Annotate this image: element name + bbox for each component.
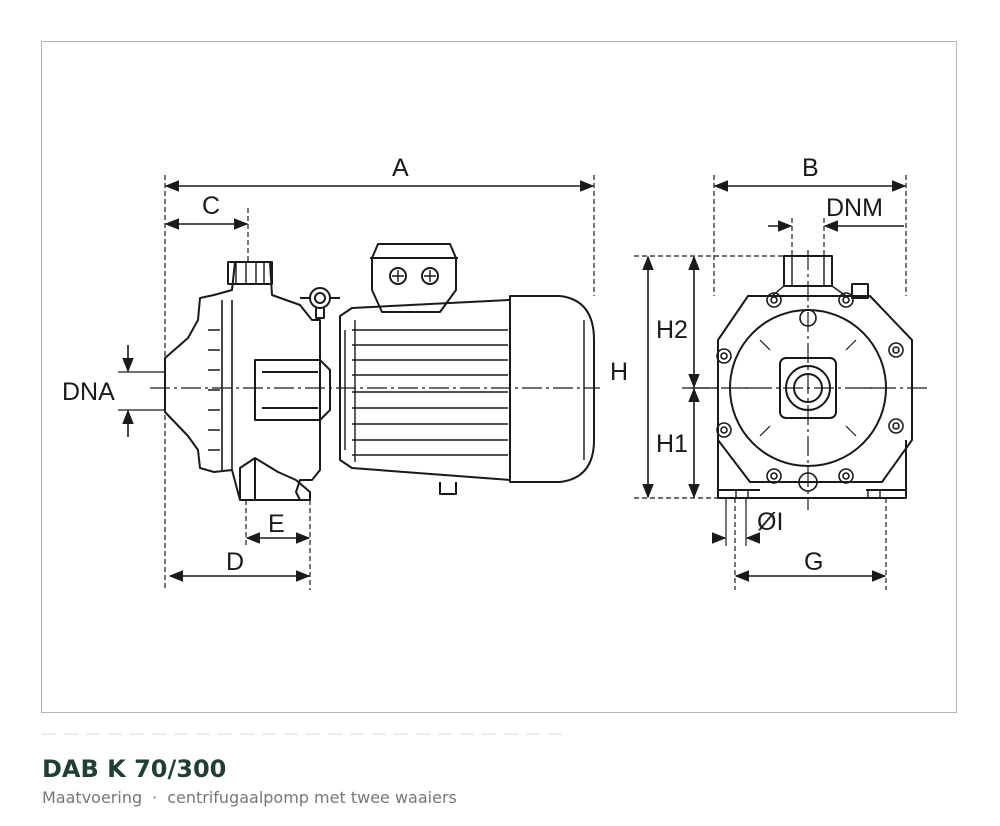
subtitle-separator: ·	[152, 788, 158, 807]
casing-ribs	[208, 300, 233, 470]
dim-label-h: H	[610, 358, 628, 386]
dim-label-d: D	[226, 548, 244, 576]
dim-label-a: A	[392, 154, 409, 182]
front-center-lines	[690, 250, 930, 510]
dim-label-oi: ØI	[757, 508, 783, 536]
front-view-dimensions	[634, 175, 907, 590]
motor-body	[339, 299, 511, 481]
lifting-eye	[309, 287, 331, 309]
dim-label-h1: H1	[656, 430, 688, 458]
pump-side-view	[150, 243, 600, 501]
dim-label-h2: H2	[656, 316, 688, 344]
support-foot	[239, 457, 311, 501]
caption-divider	[42, 733, 562, 735]
fan-cover	[509, 295, 595, 483]
figure-title: DAB K 70/300	[42, 755, 227, 783]
subtitle-right: centrifugaalpomp met twee waaiers	[167, 788, 457, 807]
dim-label-g: G	[804, 548, 823, 576]
dim-label-b: B	[802, 154, 819, 182]
motor-fins	[352, 329, 508, 456]
dim-label-dnm: DNM	[826, 194, 883, 222]
front-base	[717, 440, 907, 499]
figure-subtitle: Maatvoering · centrifugaalpomp met twee wa…	[42, 788, 457, 808]
discharge-neck	[227, 261, 273, 285]
coupling-housing	[254, 359, 331, 421]
pump-casing	[164, 261, 321, 501]
front-bolts	[716, 292, 904, 492]
subtitle-left: Maatvoering	[42, 788, 143, 807]
dim-label-e: E	[268, 510, 285, 538]
drawing-frame	[41, 41, 957, 713]
side-view-dimensions	[118, 175, 595, 590]
terminal-box	[370, 243, 458, 313]
dim-label-c: C	[202, 192, 220, 220]
front-flange	[717, 295, 913, 483]
pump-front-view	[690, 250, 930, 510]
dim-label-dna: DNA	[62, 378, 115, 406]
